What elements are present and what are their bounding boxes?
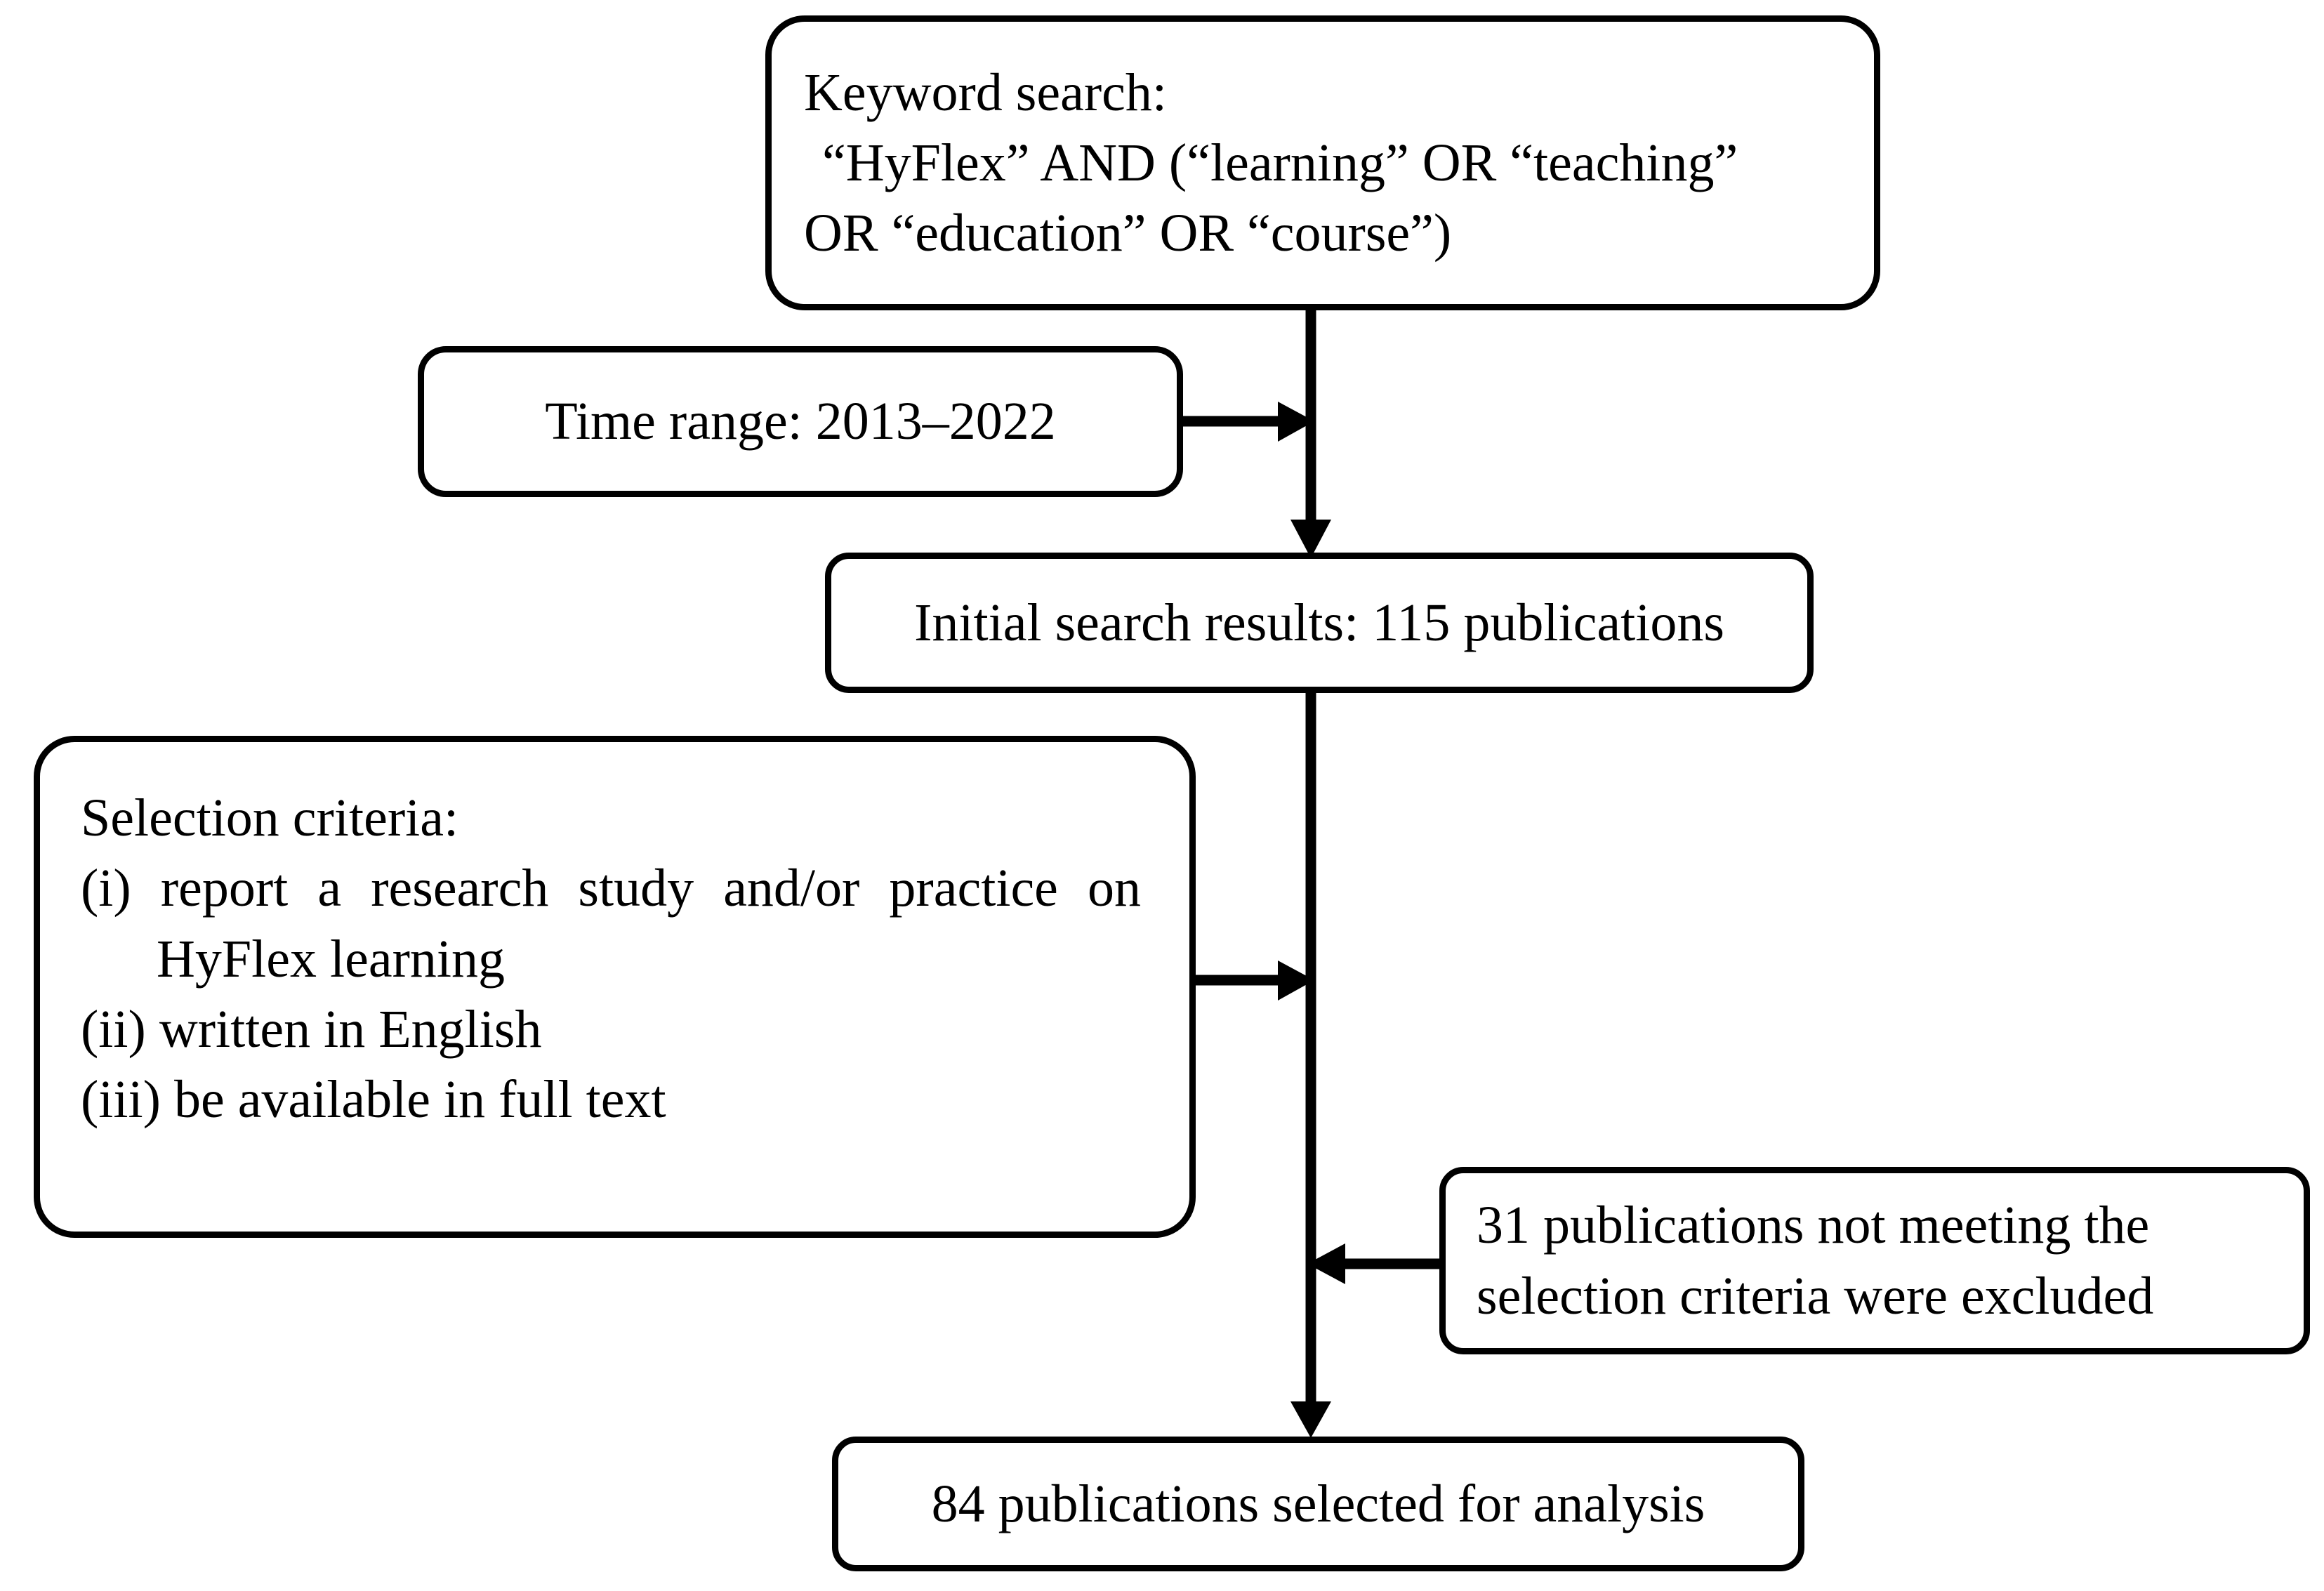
node-time-range: Time range: 2013–2022 — [418, 346, 1183, 497]
selection-criteria-item-3: (iii) be available in full text — [81, 1070, 666, 1130]
node-keyword-search: Keyword search: “HyFlex” AND (“learning”… — [765, 15, 1880, 310]
selection-criteria-item-1: (i) report a research study and/or pract… — [81, 859, 1141, 918]
keyword-search-line-3: OR “education” OR “course”) — [804, 204, 1452, 263]
excluded-line-2: selection criteria were excluded — [1477, 1266, 2154, 1326]
arrowhead-down-to-final — [1290, 1401, 1331, 1438]
arrowhead-right-to-spine-top — [1278, 402, 1314, 442]
node-selection-criteria: Selection criteria: (i) report a researc… — [34, 736, 1196, 1238]
keyword-search-line-2: “HyFlex” AND (“learning” OR “teaching” — [822, 133, 1738, 192]
arrowhead-left-to-spine — [1307, 1243, 1345, 1284]
selection-criteria-item-2: (ii) written in English — [81, 999, 542, 1059]
node-final-selection: 84 publications selected for analysis — [832, 1437, 1804, 1571]
final-selection-label: 84 publications selected for analysis — [931, 1474, 1705, 1533]
excluded-line-1: 31 publications not meeting the — [1477, 1196, 2150, 1255]
initial-results-label: Initial search results: 115 publications — [914, 593, 1724, 652]
selection-criteria-item-1-cont: HyFlex learning — [157, 929, 506, 989]
time-range-label: Time range: 2013–2022 — [545, 392, 1056, 451]
node-excluded-publications: 31 publications not meeting the selectio… — [1439, 1167, 2310, 1354]
arrowhead-right-to-spine-mid — [1278, 960, 1314, 1001]
arrowhead-down-to-initial — [1290, 520, 1331, 558]
selection-criteria-heading: Selection criteria: — [81, 788, 459, 847]
keyword-search-line-1: Keyword search: — [804, 62, 1168, 122]
node-initial-results: Initial search results: 115 publications — [825, 553, 1814, 693]
